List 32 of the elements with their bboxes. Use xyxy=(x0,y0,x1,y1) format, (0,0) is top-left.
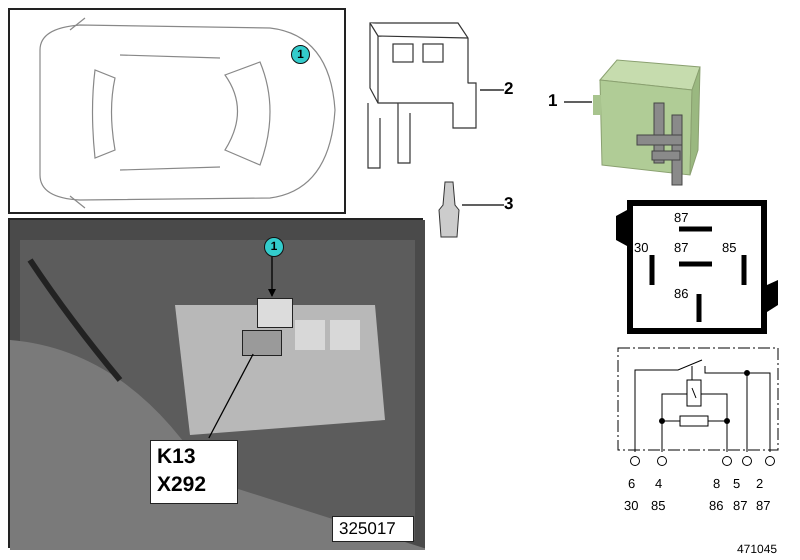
terminal-number: 6 xyxy=(628,476,636,491)
leader-line xyxy=(564,101,592,103)
pin-number: 86 xyxy=(674,286,688,301)
terminal-drawing xyxy=(436,180,462,240)
relay-picture xyxy=(257,298,293,328)
figure-number: 471045 xyxy=(737,542,778,556)
text-tag: 325017 xyxy=(332,516,414,542)
arrow xyxy=(268,255,276,297)
leader-line xyxy=(208,354,254,438)
leader-line xyxy=(462,204,504,206)
terminal-number: 2 xyxy=(756,476,764,491)
relay-slot-picture xyxy=(242,330,282,356)
part-number: 3 xyxy=(504,194,520,216)
terminal-number: 30 xyxy=(624,498,638,513)
callout-number: 1 xyxy=(291,45,310,64)
pin-number: 87 xyxy=(674,240,688,255)
terminal-number: 8 xyxy=(713,476,720,491)
terminal-number: 87 xyxy=(756,498,770,513)
terminal-number: 5 xyxy=(733,476,740,491)
terminal-number: 87 xyxy=(733,498,748,513)
leader-line xyxy=(480,89,504,91)
pin-number: 85 xyxy=(722,240,736,255)
part-number: 2 xyxy=(504,79,520,101)
text-tag: K13 X292 xyxy=(150,440,238,504)
terminal-number: 85 xyxy=(651,498,666,513)
pin-number: 87 xyxy=(674,210,688,225)
pin-number: 30 xyxy=(634,240,648,255)
terminal-number: 4 xyxy=(655,476,662,491)
car-location-panel xyxy=(8,8,346,214)
photograph xyxy=(8,218,423,548)
part-number: 1 xyxy=(548,91,564,113)
terminal-number: 86 xyxy=(709,498,724,513)
